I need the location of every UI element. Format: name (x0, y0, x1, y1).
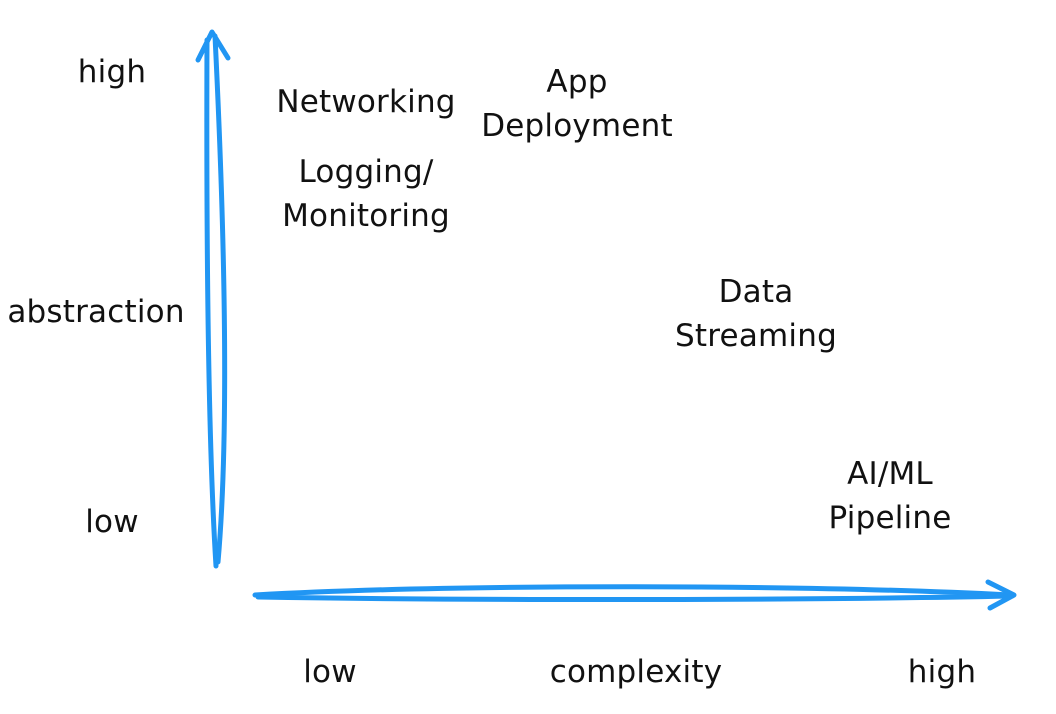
item-data-streaming-line2: Streaming (675, 318, 837, 354)
item-app-deployment-line2: Deployment (481, 108, 673, 144)
item-ai-ml-pipeline-line1: AI/ML (847, 456, 933, 492)
item-app-deployment: App Deployment (481, 60, 673, 148)
item-app-deployment-line1: App (546, 64, 608, 100)
y-axis-line-right (212, 33, 228, 565)
item-data-streaming-line1: Data (718, 274, 794, 310)
item-logging-monitoring-line1: Logging/ (298, 154, 434, 190)
item-networking-line1: Networking (276, 84, 456, 120)
y-axis-line-left (204, 37, 219, 569)
y-axis-arrow (195, 29, 231, 569)
y-axis-low-label: low (85, 504, 139, 540)
x-axis-title: complexity (549, 654, 723, 690)
x-axis-line-bottom (255, 593, 1015, 603)
x-axis-arrow (252, 579, 1017, 611)
item-logging-monitoring-line2: Monitoring (282, 198, 450, 234)
x-axis-high-label: high (907, 654, 977, 690)
y-axis-arrowhead (195, 29, 231, 63)
item-data-streaming: Data Streaming (675, 270, 837, 358)
item-ai-ml-pipeline-line2: Pipeline (828, 500, 952, 536)
item-logging-monitoring: Logging/ Monitoring (282, 150, 450, 238)
x-axis-low-label: low (303, 654, 357, 690)
x-axis-arrowhead (985, 579, 1017, 611)
item-ai-ml-pipeline: AI/ML Pipeline (829, 452, 952, 540)
x-axis-line-top (252, 584, 1013, 598)
y-axis-high-label: high (77, 54, 147, 90)
y-axis-title: abstraction (7, 294, 185, 330)
item-networking: Networking (276, 80, 455, 124)
